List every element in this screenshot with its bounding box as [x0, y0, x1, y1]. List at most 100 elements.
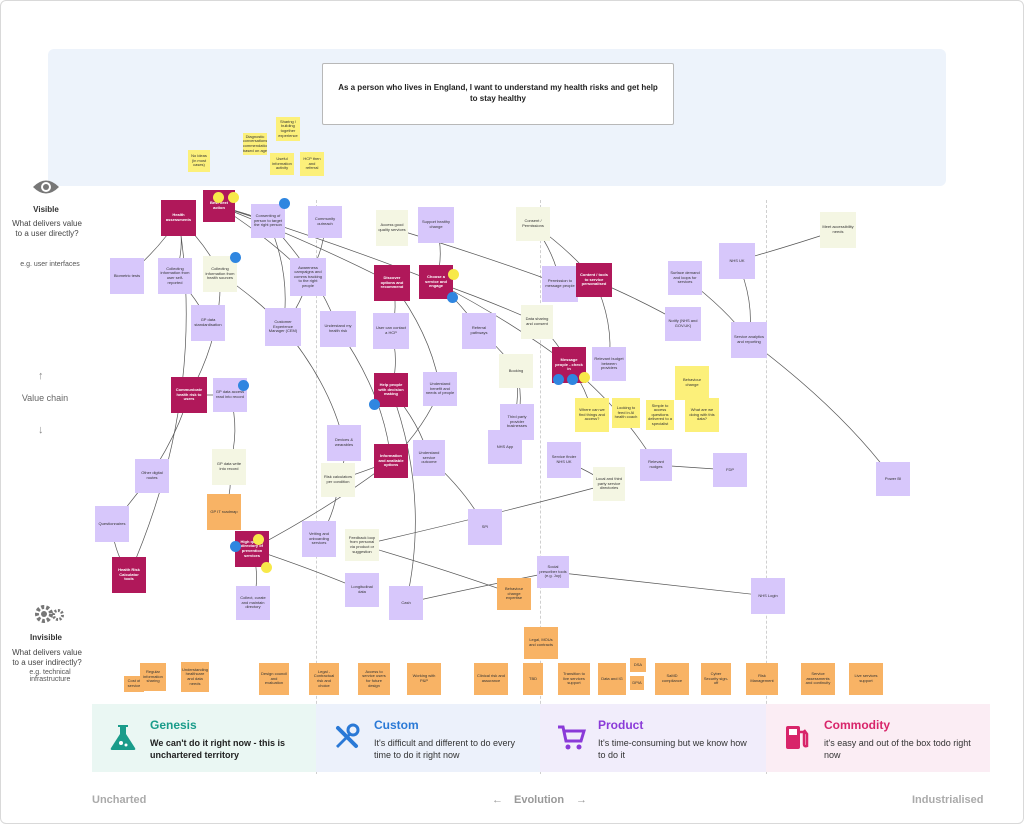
sticky-note[interactable]: Longitudinal data: [345, 573, 379, 607]
vote-dot[interactable]: [261, 562, 272, 573]
sticky-note[interactable]: Communicate health risk to users: [171, 377, 207, 413]
sticky-note[interactable]: GP IT roadmap: [207, 494, 241, 530]
sticky-note[interactable]: SPI: [468, 509, 502, 545]
vote-dot[interactable]: [253, 534, 264, 545]
sticky-note[interactable]: User can contact a HCP: [373, 313, 409, 349]
sticky-note[interactable]: Understand my health risk: [320, 311, 356, 347]
sticky-note[interactable]: Design council and evaluation: [259, 663, 289, 695]
sticky-note[interactable]: Biometric tests: [110, 258, 144, 294]
vote-dot[interactable]: [369, 399, 380, 410]
sticky-note[interactable]: Information and available options: [374, 444, 408, 478]
sticky-note[interactable]: Social prescriber tools (e.g. Joy): [537, 556, 569, 588]
sticky-note[interactable]: Understand benefit and needs of people: [423, 372, 457, 406]
sticky-note[interactable]: Service finder NHS UK: [547, 442, 581, 478]
sticky-note[interactable]: HCP then and referral: [300, 152, 324, 176]
vote-dot[interactable]: [213, 192, 224, 203]
sticky-note[interactable]: Notify (NHS and GOV.UK): [665, 307, 701, 341]
sticky-note[interactable]: Cost of service: [124, 676, 144, 692]
sticky-note[interactable]: Understanding healthcare and data needs: [181, 662, 209, 692]
sticky-note[interactable]: Data and IG: [598, 663, 626, 695]
sticky-note[interactable]: Access good quality services: [376, 210, 408, 246]
sticky-note[interactable]: Sharing / building together experience: [276, 117, 300, 141]
sticky-note[interactable]: Cash: [389, 586, 423, 620]
user-story-card[interactable]: As a person who lives in England, I want…: [322, 63, 674, 125]
sticky-note[interactable]: GP data standardisation: [191, 305, 225, 341]
sticky-note[interactable]: Permission to message people: [542, 266, 578, 302]
vote-dot[interactable]: [228, 192, 239, 203]
sticky-note[interactable]: NHS App: [488, 430, 522, 464]
sticky-note[interactable]: What are we doing with this data?: [685, 398, 719, 432]
sticky-note[interactable]: Regular information sharing: [140, 663, 166, 691]
sticky-note[interactable]: Questionnaires: [95, 506, 129, 542]
vote-dot[interactable]: [279, 198, 290, 209]
vote-dot[interactable]: [579, 372, 590, 383]
sticky-note[interactable]: Booking: [499, 354, 533, 388]
sticky-note[interactable]: Referral pathways: [462, 313, 496, 349]
sticky-note[interactable]: Health assessments: [161, 200, 196, 236]
sticky-note[interactable]: DSA: [630, 658, 646, 672]
sticky-note[interactable]: Vetting and onboarding services: [302, 521, 336, 557]
sticky-note[interactable]: Legal, MOUs and contracts: [524, 627, 558, 659]
sticky-note[interactable]: Legal - Contractual risk and choice: [309, 663, 339, 695]
sticky-note[interactable]: Collecting information from user self-re…: [158, 258, 192, 294]
vote-dot[interactable]: [447, 292, 458, 303]
sticky-note[interactable]: GP data write into record: [212, 449, 246, 485]
sticky-note[interactable]: Cyber Security sign-off: [701, 663, 731, 695]
vote-dot[interactable]: [230, 252, 241, 263]
sticky-note[interactable]: Meet accessibility needs: [820, 212, 856, 248]
sticky-note[interactable]: Risk calculators per condition: [321, 463, 355, 497]
sticky-note[interactable]: Service analytics and reporting: [731, 322, 767, 358]
sticky-note[interactable]: Content / tools to service personalised: [576, 263, 612, 297]
sticky-note[interactable]: Other digital routes: [135, 459, 169, 493]
sticky-note[interactable]: Service assessments and continuity: [801, 663, 835, 695]
sticky-note[interactable]: NHS UK: [719, 243, 755, 279]
sticky-note[interactable]: NHS Login: [751, 578, 785, 614]
sticky-note[interactable]: DPIA: [630, 676, 644, 690]
sticky-note[interactable]: Awareness campaigns and comms tracking t…: [290, 258, 326, 296]
sticky-note[interactable]: Support healthy change: [418, 207, 454, 243]
vote-dot[interactable]: [238, 380, 249, 391]
sticky-note[interactable]: TBD: [523, 663, 543, 695]
vote-dot[interactable]: [230, 541, 241, 552]
sticky-note[interactable]: Collect, curate and maintain directory: [236, 586, 270, 620]
sticky-note[interactable]: Behaviour change: [675, 366, 709, 400]
sticky-note[interactable]: Consenting of person to target the right…: [251, 204, 285, 238]
sticky-note[interactable]: Local and third party service directorie…: [593, 467, 625, 501]
sticky-note[interactable]: Clinical risk and assurance: [474, 663, 508, 695]
sticky-note[interactable]: Live services support: [849, 663, 883, 695]
sticky-note[interactable]: Community outreach: [308, 206, 342, 238]
sticky-note[interactable]: Understand service outcome: [413, 440, 445, 476]
sticky-note[interactable]: Risk Management: [746, 663, 778, 695]
vote-dot[interactable]: [567, 374, 578, 385]
sticky-note[interactable]: Behaviour change expertise: [497, 578, 531, 610]
sticky-note[interactable]: Discover options and recommend: [374, 265, 410, 301]
sticky-note[interactable]: Devices & wearables: [327, 425, 361, 461]
vote-dot[interactable]: [553, 374, 564, 385]
sticky-note[interactable]: Feedback loop from personal via product …: [345, 529, 379, 561]
sticky-note[interactable]: Working with P&P: [407, 663, 441, 695]
sticky-note[interactable]: Looking to feed in AI health coach: [612, 398, 640, 428]
sticky-note[interactable]: No ideas (in most cases): [188, 150, 210, 172]
stage-divider: [316, 200, 317, 774]
sticky-note[interactable]: High quality directory of prevention ser…: [235, 531, 269, 567]
sticky-note[interactable]: Useful information activity: [270, 153, 294, 175]
sticky-note[interactable]: SaMD compliance: [655, 663, 689, 695]
sticky-note[interactable]: Collecting information from health sourc…: [203, 256, 237, 292]
sticky-note[interactable]: Data sharing and consent: [521, 305, 553, 339]
sticky-note[interactable]: FDP: [713, 453, 747, 487]
sticky-note[interactable]: Power BI: [876, 462, 910, 496]
sticky-note[interactable]: Help people with decision making: [374, 373, 408, 407]
sticky-note[interactable]: Access to service users for future desig…: [358, 663, 390, 695]
sticky-note[interactable]: Relevant budget between providers: [592, 347, 626, 381]
vote-dot[interactable]: [448, 269, 459, 280]
sticky-note[interactable]: Where can we find things and access?: [575, 398, 609, 432]
sticky-note[interactable]: Relevant nudges: [640, 449, 672, 481]
sticky-note[interactable]: Consent / Permissions: [516, 207, 550, 241]
sticky-note[interactable]: Health Risk Calculator tools: [112, 557, 146, 593]
sticky-note[interactable]: Customer Experience Manager (CEM): [265, 308, 301, 346]
sticky-note[interactable]: Surface demand and loops for services: [668, 261, 702, 295]
stage-genesis-desc: We can't do it right now - this is uncha…: [150, 738, 285, 761]
sticky-note[interactable]: Diagnostic conversations recommendations…: [243, 133, 267, 155]
sticky-note[interactable]: Transition to live services support: [558, 663, 590, 695]
sticky-note[interactable]: Simple to access questions delivered to …: [646, 400, 674, 430]
